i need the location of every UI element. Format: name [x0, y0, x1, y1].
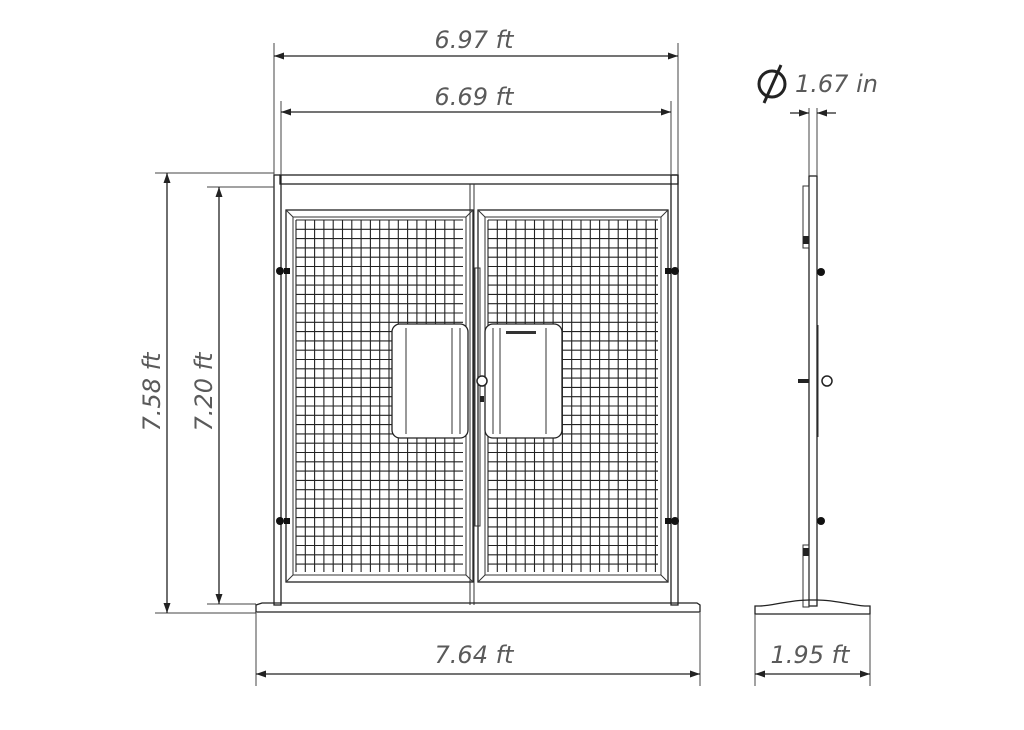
base-width-label: 7.64 ft — [435, 641, 516, 669]
right-panel — [477, 209, 669, 583]
inner-width-label: 6.69 ft — [435, 83, 516, 111]
clamp-bottom-right — [665, 517, 679, 525]
inner-height-label: 7.20 ft — [190, 351, 218, 432]
diameter-icon — [757, 64, 787, 104]
left-target-window — [391, 323, 469, 439]
right-post — [670, 174, 679, 606]
side-base — [754, 599, 871, 615]
base-plate — [255, 602, 701, 613]
overall-height-label: 7.58 ft — [138, 351, 166, 432]
left-post — [273, 174, 282, 606]
side-clamp-top — [817, 268, 825, 276]
left-mesh — [295, 219, 463, 572]
clamp-top-left — [276, 267, 290, 275]
base-depth-label: 1.95 ft — [771, 641, 852, 669]
side-pole — [808, 175, 818, 607]
tube-diameter-label: 1.67 in — [795, 70, 878, 98]
left-panel — [285, 209, 474, 583]
clamp-bottom-left — [276, 517, 290, 525]
front-view: 6.97 ft 6.69 ft 7.58 ft 7.20 ft 7.64 ft — [138, 26, 701, 686]
overall-width-label: 6.97 ft — [435, 26, 516, 54]
top-rail — [279, 174, 679, 185]
right-target-window — [484, 323, 563, 439]
logo-strip — [506, 331, 536, 334]
latch-knob — [476, 375, 488, 387]
side-latch-knob — [821, 375, 833, 387]
side-clamp-bottom — [817, 517, 825, 525]
clamp-top-right — [665, 267, 679, 275]
side-view: 1.67 in 1.95 ft — [754, 64, 878, 686]
right-mesh — [487, 219, 658, 572]
